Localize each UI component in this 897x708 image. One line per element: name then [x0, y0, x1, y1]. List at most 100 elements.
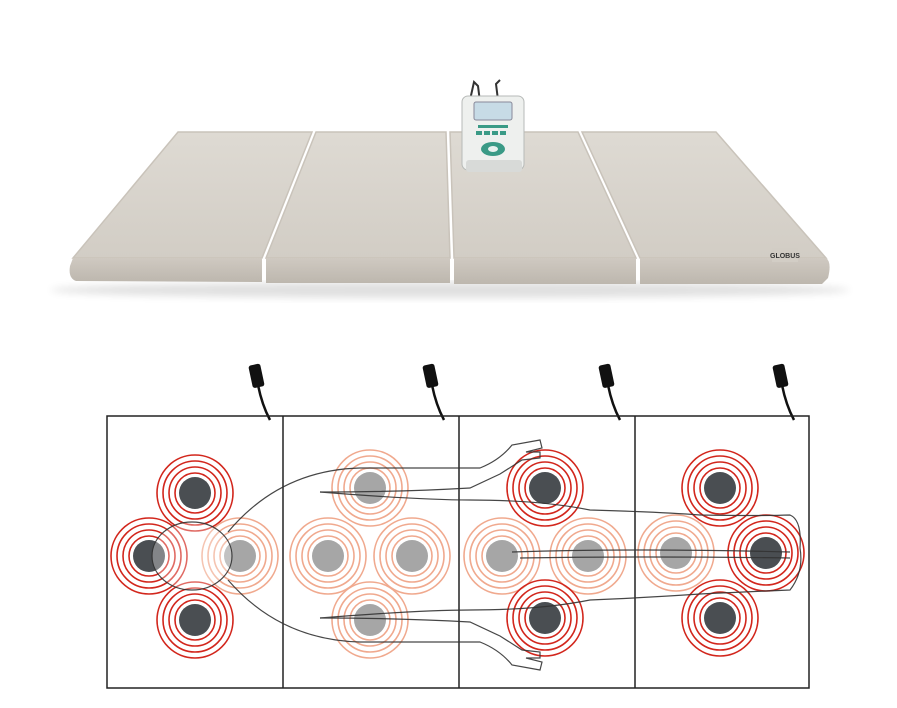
coil-ring — [561, 529, 615, 583]
coil-ring — [331, 449, 409, 527]
coil-core — [704, 472, 736, 504]
coil-ring — [331, 581, 409, 659]
coil-ring — [655, 532, 697, 574]
coil-ring — [506, 449, 584, 527]
coil-ring — [122, 529, 176, 583]
coil-ring — [343, 461, 397, 515]
coil-ring — [699, 467, 741, 509]
connector-2 — [422, 363, 446, 421]
coil-6 — [289, 517, 367, 595]
coil-core — [133, 540, 165, 572]
device-screen — [473, 101, 513, 121]
coil-ring — [174, 472, 216, 514]
coil-ring — [681, 579, 759, 657]
coil-ring — [301, 529, 355, 583]
coil-ring — [168, 593, 222, 647]
coil-10 — [463, 517, 541, 595]
coil-ring — [739, 526, 793, 580]
coil-ring — [349, 599, 391, 641]
coil-core — [179, 477, 211, 509]
coil-5 — [331, 449, 409, 527]
coil-ring — [343, 593, 397, 647]
coil-ring — [687, 585, 753, 651]
coil-ring — [463, 517, 541, 595]
coil-4 — [156, 581, 234, 659]
device-buttons — [476, 131, 506, 135]
control-device — [461, 79, 525, 172]
coil-core — [179, 604, 211, 636]
coil-ring — [219, 535, 261, 577]
coil-ring — [699, 597, 741, 639]
coil-ring — [693, 461, 747, 515]
coil-13 — [681, 449, 759, 527]
coil-ring — [567, 535, 609, 577]
coil-ring — [518, 591, 572, 645]
coil-ring — [681, 449, 759, 527]
coil-2 — [110, 517, 188, 595]
coil-3 — [201, 517, 279, 595]
coil-ring — [518, 461, 572, 515]
mat-panel-2 — [264, 131, 451, 283]
coil-ring — [481, 535, 523, 577]
coil-ring — [379, 523, 445, 589]
coil-12 — [506, 579, 584, 657]
coil-16 — [681, 579, 759, 657]
coil-ring — [512, 455, 578, 521]
coil-ring — [295, 523, 361, 589]
coil-ring — [289, 517, 367, 595]
mat-panel-4 — [580, 131, 830, 284]
mat-logo-label: GLOBUS — [770, 248, 800, 262]
coil-ring — [475, 529, 529, 583]
coil-ring — [643, 520, 709, 586]
coil-core — [354, 604, 386, 636]
coil-11 — [549, 517, 627, 595]
coil-ring — [637, 514, 715, 592]
connector-3 — [598, 363, 622, 421]
coil-ring — [213, 529, 267, 583]
coil-ring — [162, 460, 228, 526]
coil-ring — [168, 466, 222, 520]
cable-connectors — [248, 363, 796, 421]
coil-ring — [555, 523, 621, 589]
coil-ring — [687, 455, 753, 521]
coil-ring — [469, 523, 535, 589]
coil-14 — [637, 514, 715, 592]
coil-1 — [156, 454, 234, 532]
coils — [110, 449, 805, 659]
coil-core — [396, 540, 428, 572]
coil-core — [704, 602, 736, 634]
coil-ring — [549, 517, 627, 595]
connector-4 — [772, 363, 796, 421]
coil-ring — [337, 455, 403, 521]
coil-ring — [201, 517, 279, 595]
coil-core — [572, 540, 604, 572]
svg-text:GLOBUS: GLOBUS — [770, 253, 800, 260]
coil-ring — [207, 523, 273, 589]
mat-panel-3 — [449, 131, 638, 284]
coil-ring — [391, 535, 433, 577]
coil-ring — [512, 585, 578, 651]
coil-ring — [128, 535, 170, 577]
coil-ring — [733, 520, 799, 586]
coil-8 — [331, 581, 409, 659]
coil-core — [486, 540, 518, 572]
connector-1 — [248, 363, 272, 421]
coil-7 — [373, 517, 451, 595]
coil-ring — [385, 529, 439, 583]
coil-ring — [307, 535, 349, 577]
coil-ring — [373, 517, 451, 595]
coil-core — [750, 537, 782, 569]
coil-ring — [524, 597, 566, 639]
coil-ring — [156, 454, 234, 532]
coil-ring — [156, 581, 234, 659]
coil-ring — [174, 599, 216, 641]
coil-ring — [110, 517, 188, 595]
coil-ring — [337, 587, 403, 653]
coil-9 — [506, 449, 584, 527]
coil-ring — [162, 587, 228, 653]
coil-ring — [506, 579, 584, 657]
coil-core — [529, 472, 561, 504]
coil-core — [354, 472, 386, 504]
coil-core — [660, 537, 692, 569]
